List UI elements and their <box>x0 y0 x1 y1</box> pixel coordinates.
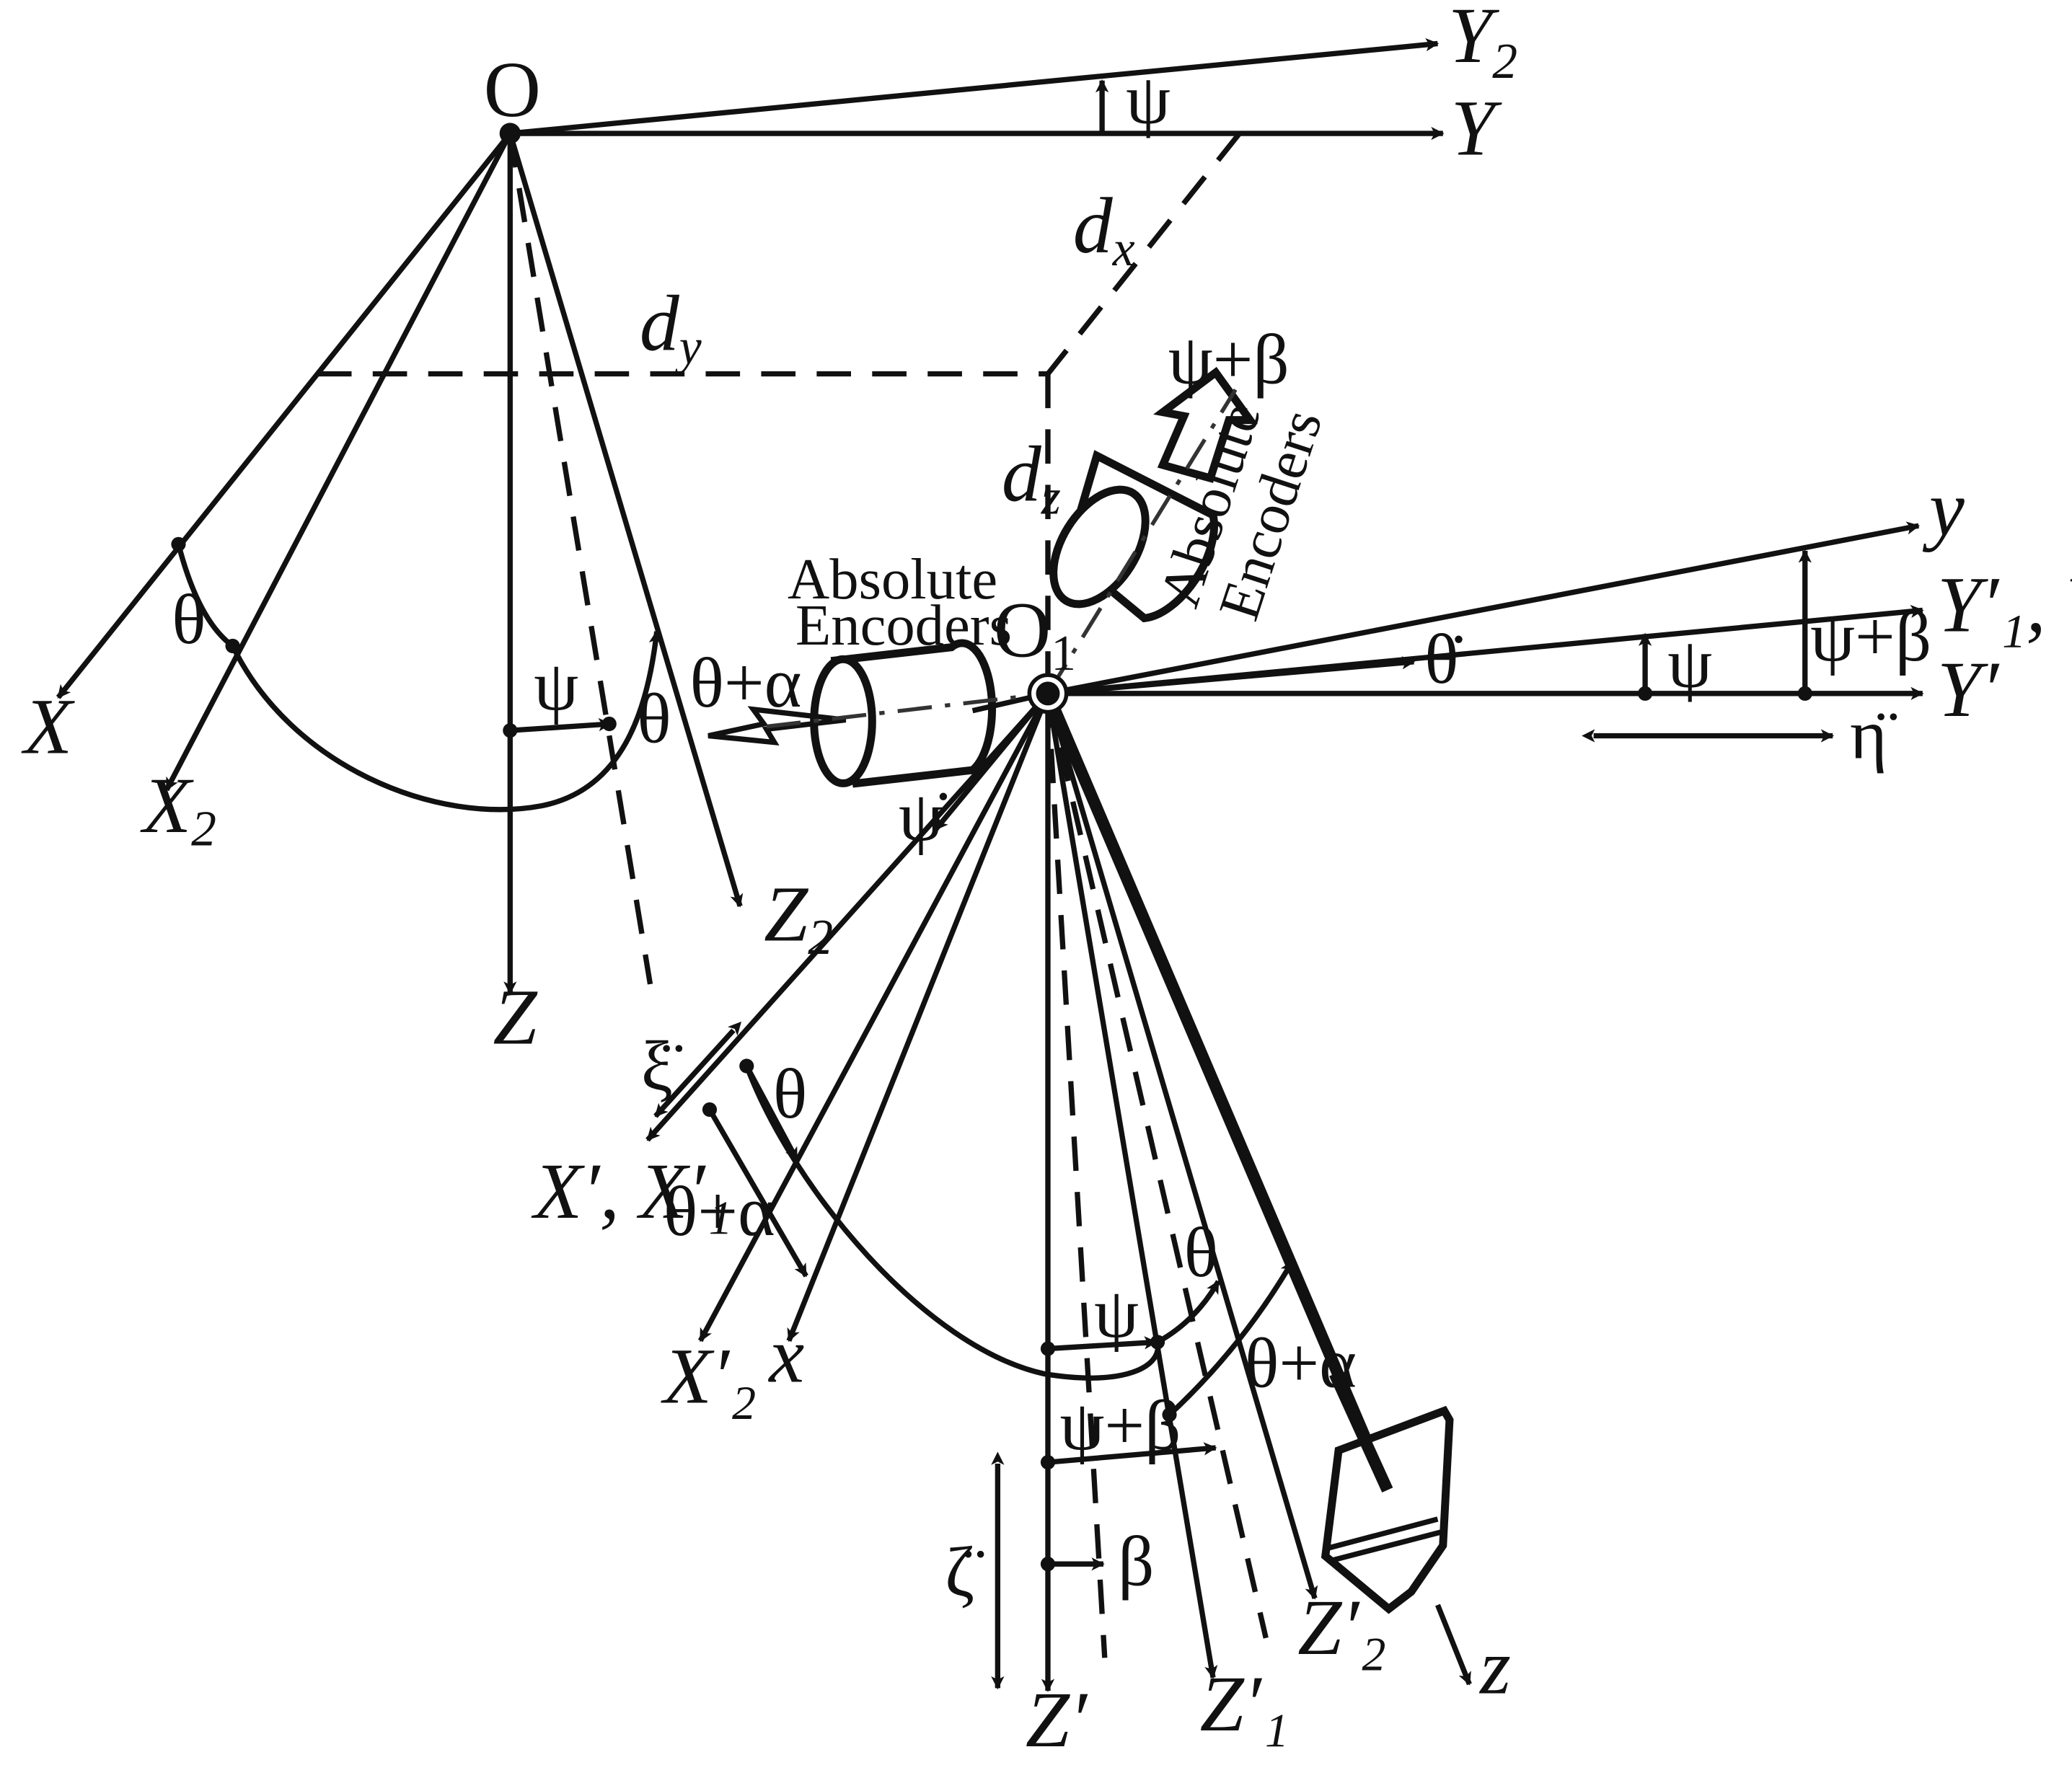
cutter-shaft <box>1042 691 1393 1492</box>
reference-frame-O1 <box>645 521 1924 1692</box>
Y2-axis <box>509 37 1440 136</box>
label-O: O <box>484 45 541 133</box>
theta-arc-lower <box>1156 1280 1221 1345</box>
label-theta-alpha-left: θ+α <box>689 644 801 722</box>
theta-dot-arrow <box>1047 656 1416 696</box>
label-x: x <box>767 1311 804 1399</box>
label-Z2p: Z′₂ <box>1297 1583 1386 1671</box>
label-theta-dot: θ̇ <box>1424 620 1463 699</box>
psi-beta-arrow-lower <box>1047 1442 1217 1465</box>
theta-swing-arc-top <box>230 629 662 813</box>
label-O1: O1 <box>994 586 1076 681</box>
label-dy: dy <box>640 280 702 375</box>
theta-alpha-arc-lower <box>1168 1260 1295 1417</box>
y-axis <box>1047 521 1921 696</box>
dashed-pendulum-line <box>507 133 653 985</box>
dot-psi-beta-lower <box>1040 1455 1056 1470</box>
label-psi-beta-right: ψ+β <box>1810 598 1931 676</box>
label-psi-right: ψ <box>1667 624 1712 703</box>
swing-arc-lower <box>744 1065 1161 1381</box>
label-theta-mid: θ <box>637 680 671 758</box>
label-eta-ddot: η̈ <box>1850 696 1897 774</box>
cutter-body <box>1321 1405 1454 1614</box>
encoder-left-axis <box>766 691 1049 729</box>
X-axis <box>56 131 513 699</box>
dot-theta-lower <box>1150 1335 1165 1350</box>
cutter-edge-2 <box>1327 1529 1442 1565</box>
label-X2: X2 <box>140 761 216 857</box>
Z2p-axis <box>1045 692 1318 1600</box>
xi-double-arrow <box>653 1021 742 1118</box>
label-psi-top: ψ <box>1126 60 1171 138</box>
label-Z2: Z2 <box>764 870 833 965</box>
encoder-left <box>707 639 1049 788</box>
label-Zp: Z′ <box>1026 1676 1088 1764</box>
z-axis <box>1435 1604 1472 1686</box>
X2-axis <box>164 132 513 792</box>
offset-box <box>317 131 1242 674</box>
label-theta-left: θ <box>172 580 206 659</box>
label-Xp-X1p: X′, X′₁ <box>531 1147 733 1235</box>
encoder-left-body <box>830 639 997 788</box>
psi-arrow-lower <box>1047 1336 1158 1352</box>
point-O1 <box>1036 681 1060 706</box>
label-Y2: Y2 <box>1448 0 1517 89</box>
dot-X <box>171 536 186 552</box>
reference-frame-O <box>56 37 1445 995</box>
dashed-line-2 <box>1045 693 1269 1639</box>
cutter-tool <box>1321 1371 1472 1686</box>
dot-psi-beta-right <box>1797 686 1812 701</box>
psi-arrow-left <box>510 717 612 733</box>
encoder-top-axis <box>1046 389 1238 695</box>
encoder-top <box>1046 366 1258 695</box>
label-theta-lower-right: θ <box>1184 1213 1218 1292</box>
label-Y1pY2p: Y′₁, Y′₂ <box>1937 561 2072 649</box>
label-dx: dx <box>1073 182 1135 277</box>
label-Z: Z <box>493 973 539 1061</box>
label-psi-beta-top: ψ+β <box>1168 320 1290 399</box>
label-psi-left: ψ <box>534 647 578 725</box>
dot-beta-lower <box>1040 1557 1056 1572</box>
label-psi-beta-lower: ψ+β <box>1059 1386 1181 1465</box>
dx-dashed-line <box>1046 131 1242 376</box>
label-Y: Y <box>1451 84 1502 172</box>
label-dz: dz <box>1002 430 1061 525</box>
dot-psi-lower <box>1040 1341 1056 1356</box>
label-Yp: Y′ <box>1937 645 2000 733</box>
label-X: X <box>21 682 75 770</box>
label-psi-dot: ψ̇ <box>899 777 948 856</box>
dot-X2 <box>225 638 240 653</box>
cutter-edge-1 <box>1327 1516 1439 1551</box>
X2p-axis <box>697 692 1051 1343</box>
dot-psi-right <box>1638 686 1653 701</box>
label-theta-alpha-lower-right: θ+α <box>1245 1324 1357 1403</box>
label-theta-lower-left: θ <box>773 1055 807 1133</box>
dot-Z <box>503 723 518 738</box>
cutter-shaft-top <box>1329 1371 1393 1493</box>
Z2-axis <box>507 132 744 908</box>
label-X2p: X′₂ <box>661 1332 757 1420</box>
dot-psi-left <box>601 716 617 732</box>
theta-alpha-arrow-lower <box>707 1108 808 1278</box>
label-beta-lower: β <box>1118 1523 1154 1601</box>
point-O <box>499 123 521 144</box>
labels: O Y Y2 ψ dx dy dz ψ+β Absolute Encoders … <box>21 0 2072 1764</box>
Z1p-axis <box>1045 693 1218 1679</box>
label-Z1p: Z′₁ <box>1200 1660 1289 1748</box>
x-axis <box>786 692 1051 1343</box>
theta-arc-top <box>175 543 234 648</box>
label-zeta-ddot: ζ̈ <box>945 1533 984 1611</box>
label-y: y <box>1922 464 1965 552</box>
label-theta-alpha-lower-left: θ+α <box>664 1172 775 1251</box>
label-encoder-left-1: Absolute <box>788 547 997 611</box>
label-z: z <box>1478 1623 1511 1711</box>
dot-theta-alpha-lower <box>1162 1407 1177 1423</box>
psi-dot-arrow <box>933 691 1050 831</box>
label-encoder-left-2: Encoders <box>795 593 1012 658</box>
dashed-line-1 <box>1045 693 1108 1658</box>
label-psi-lower: ψ <box>1094 1274 1139 1353</box>
encoder-left-arrow <box>707 706 847 746</box>
